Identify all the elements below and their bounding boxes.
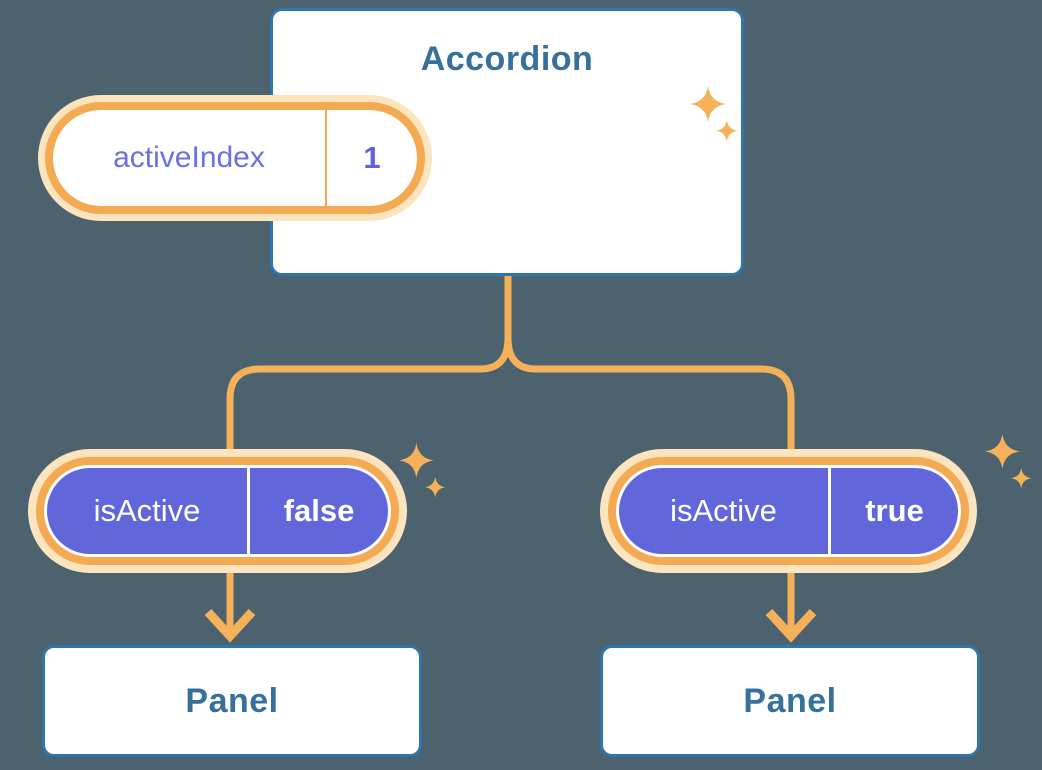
panel-card-right: Panel [600, 645, 980, 757]
arrow-down-icon [204, 608, 256, 643]
state-pill-value: 1 [363, 140, 381, 175]
prop-pill-label: isActive [93, 493, 201, 528]
connector-branch-left [226, 337, 512, 631]
prop-pill-label: isActive [670, 493, 777, 528]
pill-divider [247, 468, 250, 554]
sparkle-icon [399, 443, 446, 498]
panel-title: Panel [185, 681, 279, 720]
prop-pill-true: isActive true [616, 465, 961, 557]
arrow-down-icon [765, 608, 817, 643]
connector-branch-right [504, 337, 795, 631]
panel-title: Panel [743, 681, 837, 720]
prop-pill-false: isActive false [44, 465, 391, 557]
state-pill-label: activeIndex [113, 141, 265, 174]
pill-divider [828, 468, 831, 554]
accordion-title: Accordion [420, 40, 594, 78]
panel-card-left: Panel [42, 645, 422, 757]
sparkle-icon [690, 86, 738, 142]
sparkle-icon [985, 434, 1032, 489]
prop-pill-value: false [283, 493, 355, 528]
prop-pill-value: true [865, 493, 924, 528]
state-pill: activeIndex 1 [45, 102, 425, 214]
pill-divider [325, 110, 327, 206]
